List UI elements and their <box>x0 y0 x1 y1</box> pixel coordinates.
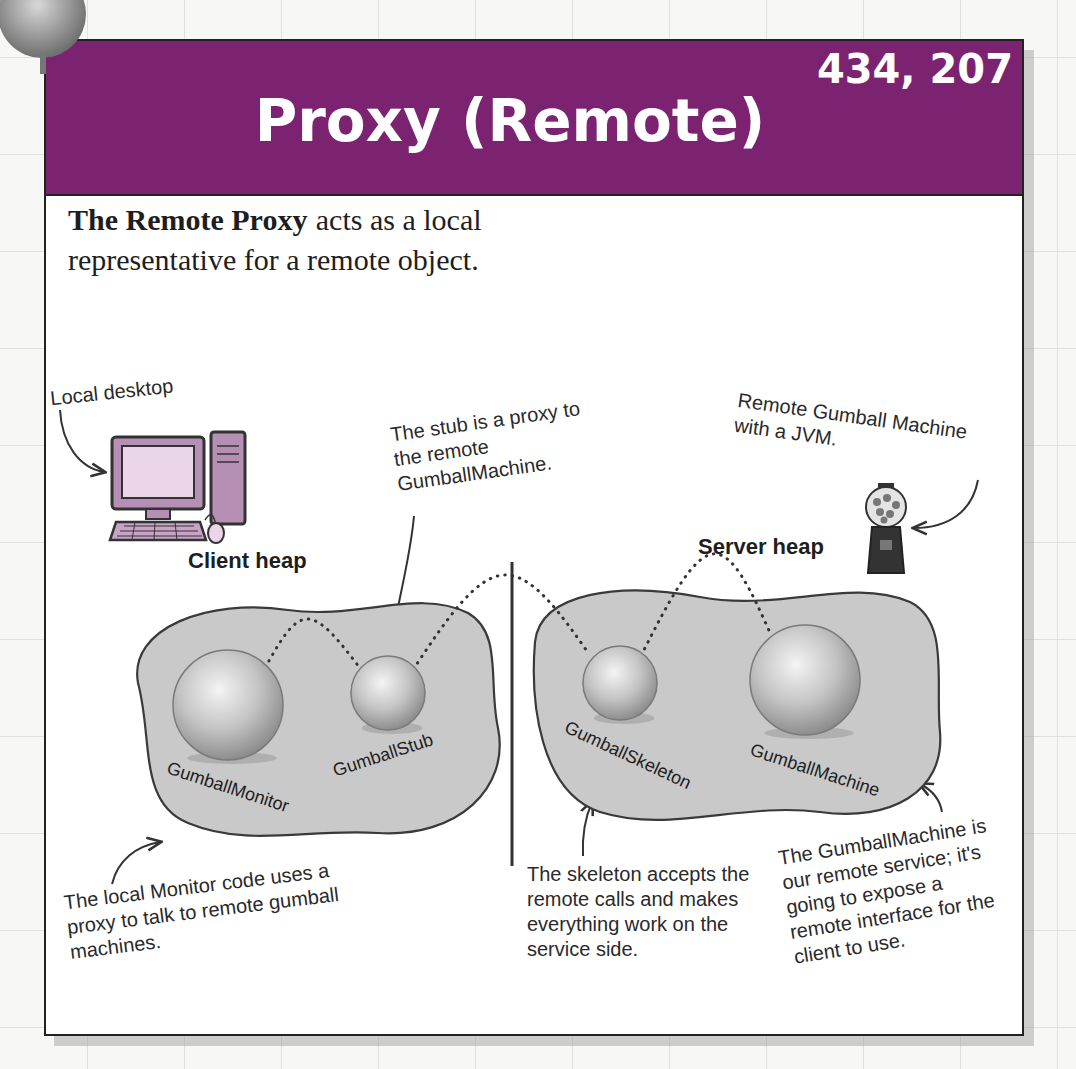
heap-outline <box>137 603 500 836</box>
keys <box>117 522 202 540</box>
gumball-machine <box>866 483 906 573</box>
sphere-shape <box>582 645 658 721</box>
object-label: GumballMonitor <box>164 758 291 816</box>
object-sphere: GumballMachine <box>749 624 861 736</box>
sphere <box>351 656 425 730</box>
heap-region: Client heapGumballMonitorGumballStub <box>118 588 503 846</box>
heap-label: Client heap <box>188 548 307 574</box>
leader-line <box>112 842 160 884</box>
card <box>45 40 1023 1035</box>
sphere <box>750 625 860 735</box>
pattern-name: The Remote Proxy <box>68 203 307 236</box>
sphere <box>583 646 657 720</box>
page-number: 434, 207 <box>805 45 1013 93</box>
leader-line <box>583 802 592 856</box>
leader-line <box>914 480 978 528</box>
push-pin <box>40 52 46 74</box>
gumballs <box>873 494 900 524</box>
tower <box>211 432 245 524</box>
sphere <box>173 650 283 760</box>
leader-line <box>60 410 104 472</box>
leader-line <box>920 784 942 812</box>
annotation: The skeleton accepts the remote calls an… <box>527 862 777 962</box>
stand <box>146 509 170 519</box>
object-sphere: GumballSkeleton <box>582 645 658 721</box>
sphere-shape <box>749 624 861 736</box>
heap-region: Server heapGumballSkeletonGumballMachine <box>520 572 945 827</box>
heap-outline <box>534 591 940 820</box>
object-label: GumballSkeleton <box>562 717 695 793</box>
keyboard <box>110 522 206 540</box>
object-sphere: GumballStub <box>350 655 426 731</box>
monitor <box>112 437 204 509</box>
drive-slots <box>217 446 239 462</box>
sphere-shape <box>350 655 426 731</box>
heap-label: Server heap <box>698 534 824 560</box>
push-pin <box>0 0 86 58</box>
coin-slot <box>880 540 892 550</box>
network-divider <box>511 562 514 866</box>
object-label: GumballStub <box>330 729 435 780</box>
object-sphere: GumballMonitor <box>172 649 284 761</box>
leader-lines <box>60 410 978 884</box>
heap-outline <box>520 572 945 827</box>
definition-text: The Remote Proxyacts as a local represen… <box>68 200 628 279</box>
object-label: GumballMachine <box>748 740 883 801</box>
mouse <box>208 523 224 543</box>
globe <box>866 487 906 527</box>
sphere-shape <box>172 649 284 761</box>
desktop-computer <box>110 432 245 543</box>
machine-base <box>868 527 904 573</box>
title-bar <box>45 40 1023 195</box>
card-title: Proxy (Remote) <box>45 86 975 156</box>
screen <box>122 446 194 498</box>
